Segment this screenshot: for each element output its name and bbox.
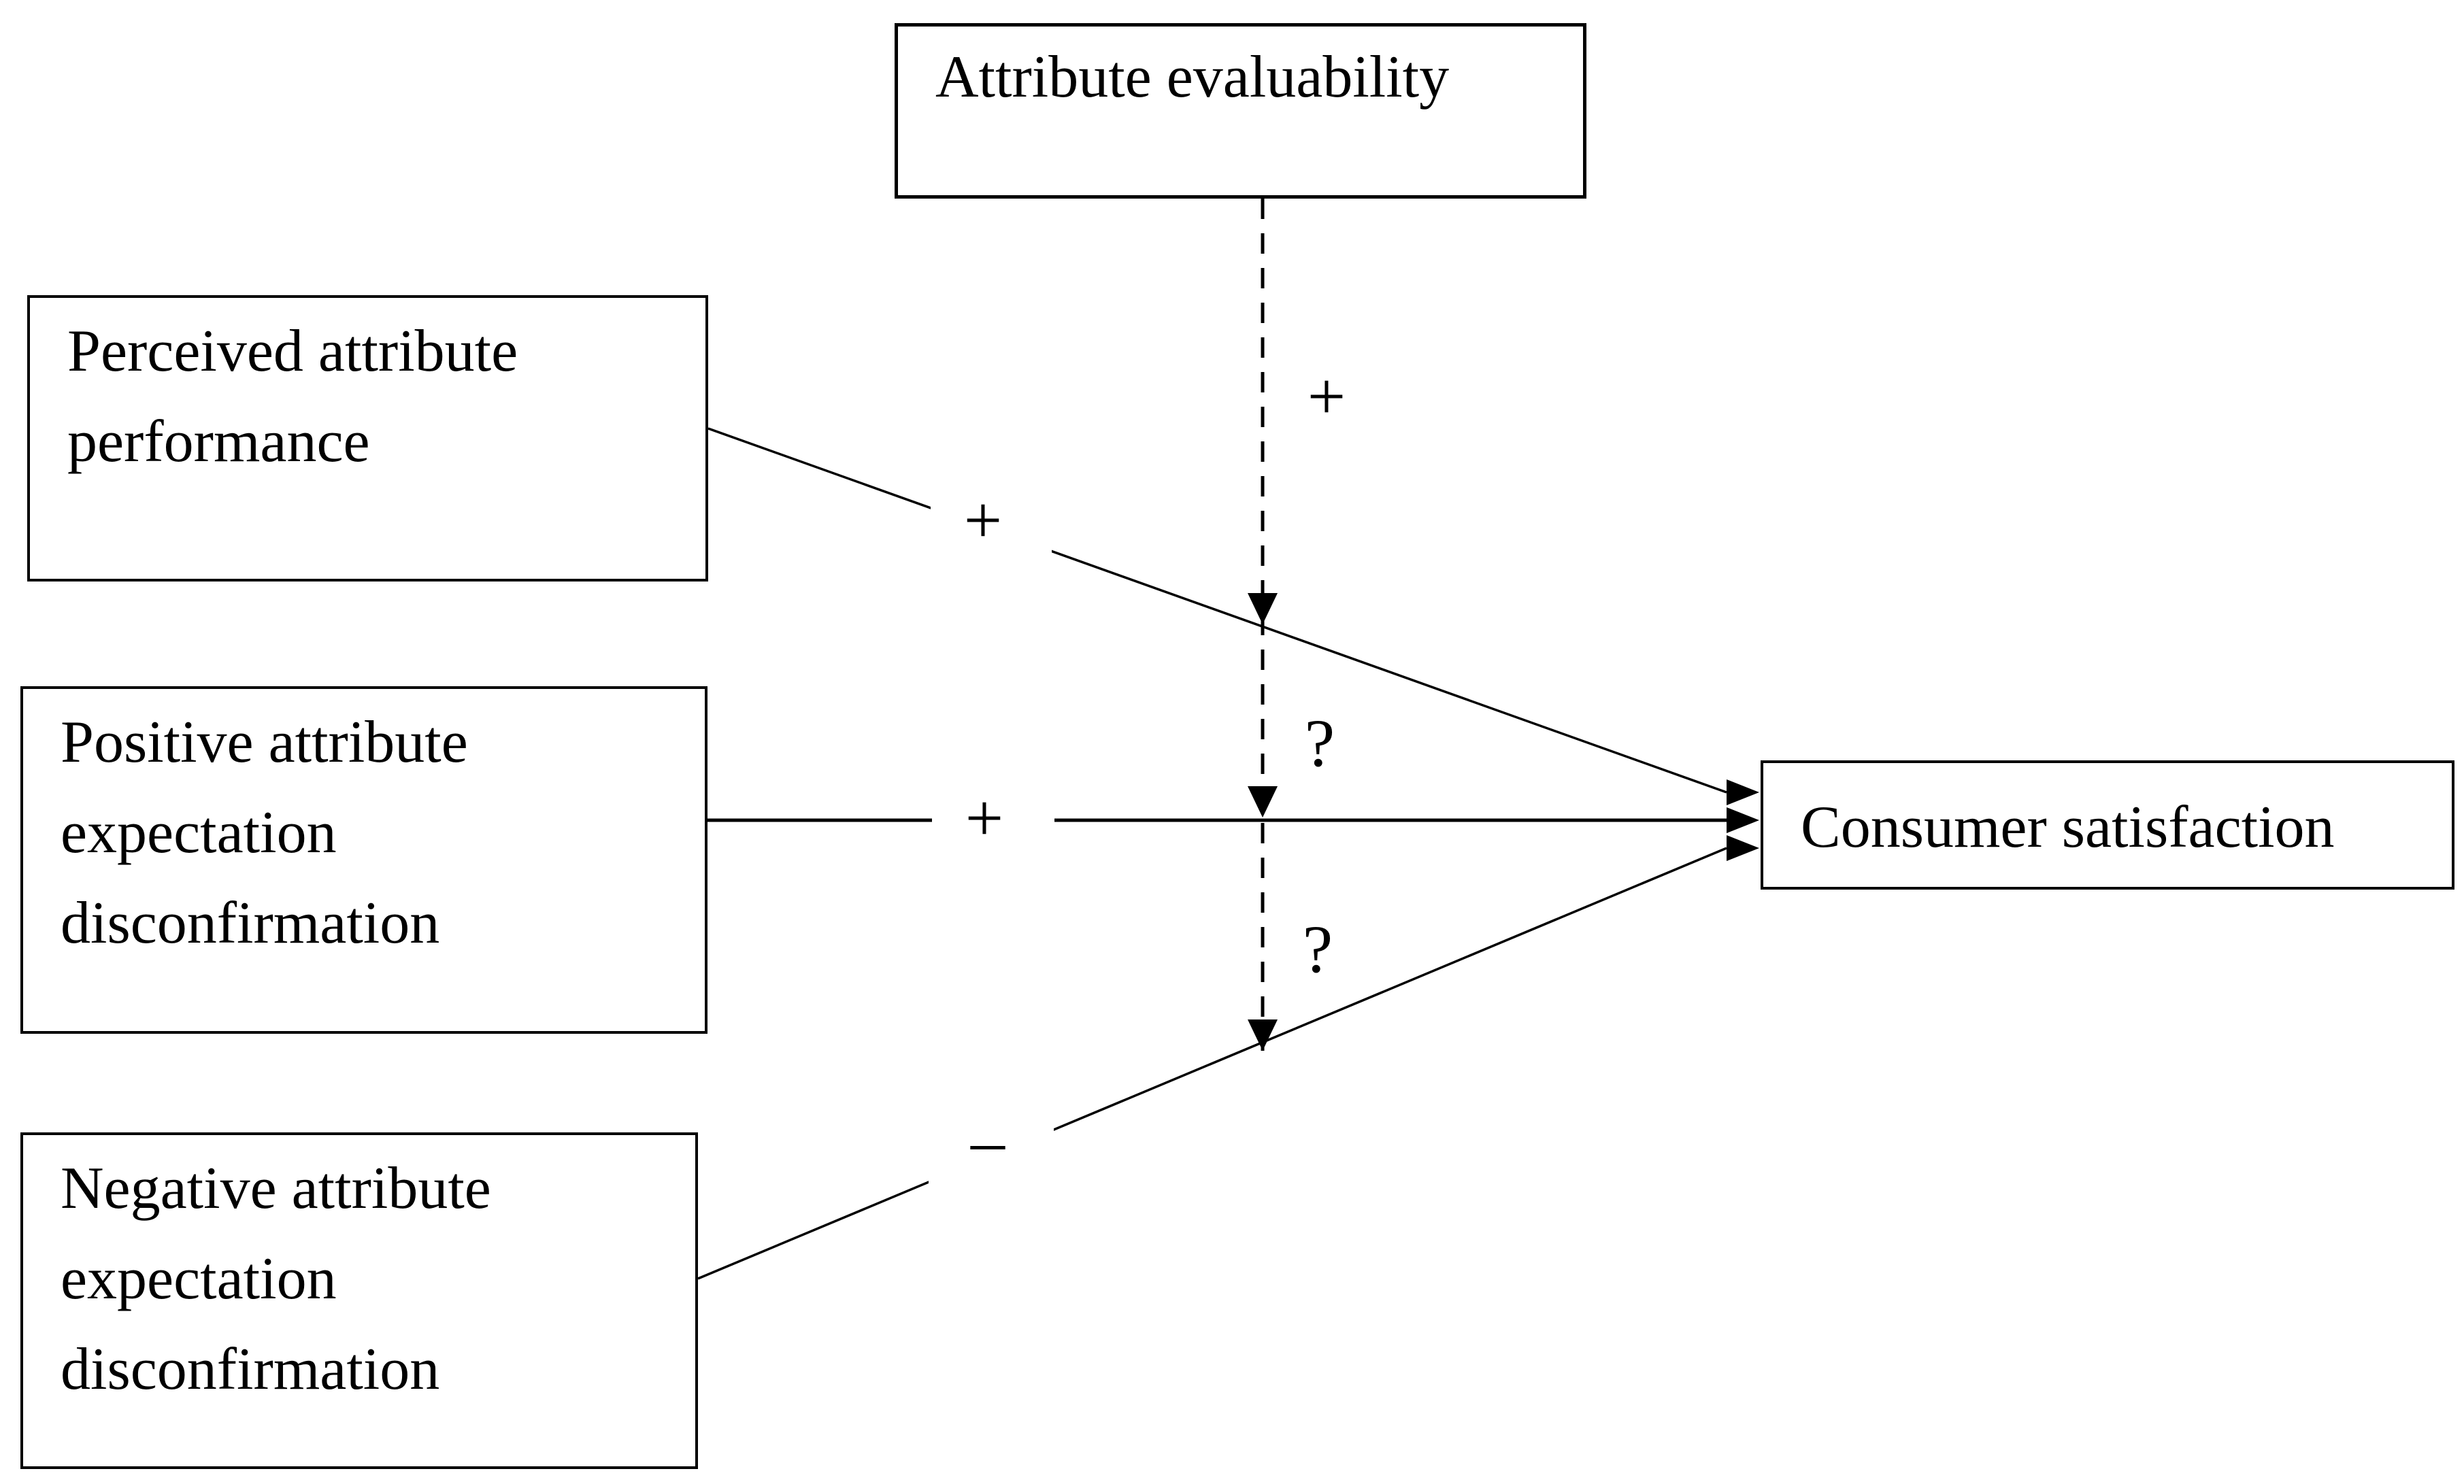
edge-label-perceived-plus: +	[963, 482, 1003, 558]
label-gap	[929, 1122, 1054, 1190]
node-negative-attribute-expectation-disconfirmation: Negative attribute expectation disconfir…	[20, 1132, 698, 1469]
arrowhead-right-icon	[1727, 835, 1759, 861]
arrowhead-down-icon	[1248, 1019, 1278, 1051]
edge-label-moderation-question-2: ?	[1302, 911, 1333, 987]
edge-label-moderation-question-1: ?	[1304, 705, 1335, 781]
node-consumer-satisfaction: Consumer satisfaction	[1761, 760, 2454, 890]
edge-label-moderation-plus: +	[1307, 358, 1346, 434]
arrowhead-down-icon	[1248, 593, 1278, 624]
label-gap	[931, 494, 1052, 562]
edge-label-negative-minus: –	[971, 1103, 1005, 1179]
node-positive-attribute-expectation-disconfirmation: Positive attribute expectation disconfir…	[20, 686, 707, 1034]
arrowhead-right-icon	[1727, 779, 1759, 805]
label-gap	[932, 805, 1054, 836]
edge-negative-to-satisfaction	[697, 847, 1727, 1280]
arrowhead-down-icon	[1248, 786, 1278, 817]
arrowhead-right-icon	[1727, 807, 1759, 833]
edge-label-positive-plus: +	[965, 780, 1004, 856]
node-attribute-evaluability: Attribute evaluability	[895, 23, 1586, 199]
edge-perceived-to-satisfaction	[707, 427, 1727, 794]
node-perceived-attribute-performance: Perceived attribute performance	[27, 295, 708, 581]
